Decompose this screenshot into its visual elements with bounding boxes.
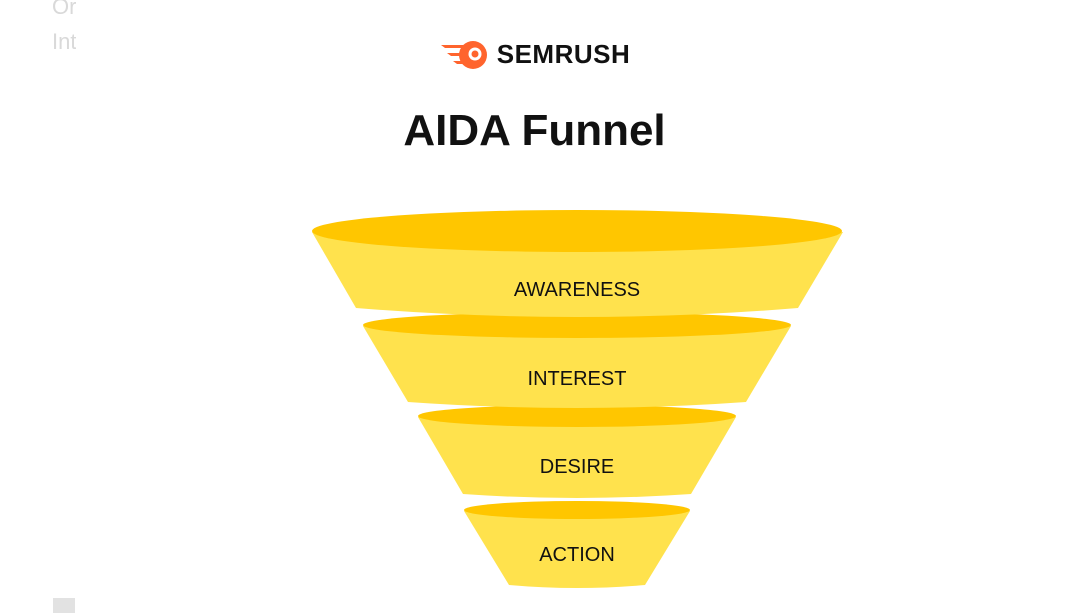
background-text-line-2: Int [52,29,76,54]
background-square [53,598,75,613]
background-text-line-1: Or [52,0,76,19]
funnel-stage-desire: DESIRE [418,405,736,498]
funnel-stage-awareness: AWARENESS [312,210,843,317]
stage-label-awareness: AWARENESS [514,279,640,301]
stage-label-interest: INTEREST [528,368,627,390]
brand-name: SEMRUSH [496,38,631,69]
stage-label-action: ACTION [539,544,615,566]
semrush-logo: SEMRUSH [0,38,1069,70]
semrush-flame-icon [440,41,487,69]
funnel-stage-action: ACTION [464,501,690,588]
stage-label-desire: DESIRE [540,456,614,478]
funnel-stage-interest: INTEREST [363,312,791,408]
page-title: AIDA Funnel [403,106,666,155]
